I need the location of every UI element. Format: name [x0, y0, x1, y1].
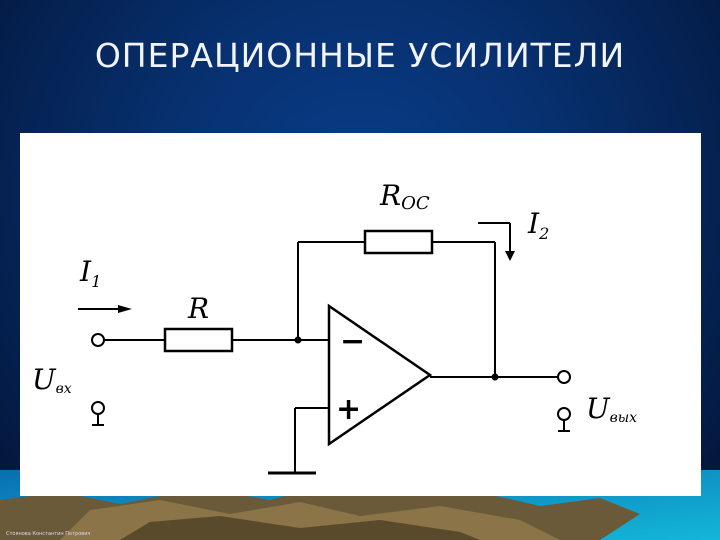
- label-noninverting-sign: +: [336, 392, 361, 427]
- feedback-resistor: [363, 229, 434, 255]
- current-i2-arrowhead: [505, 251, 515, 261]
- label-feedback-resistor: ROC: [379, 179, 430, 214]
- op-amp-circuit: ROC R I1 I2 Uвх Uвых − +: [32, 179, 637, 475]
- input-resistor: [163, 327, 234, 353]
- label-current-i1: I1: [79, 255, 101, 291]
- input-terminal: [91, 333, 105, 347]
- junction-inverting: [294, 336, 302, 344]
- footer-credit: Стоянова Константин Петрович: [6, 531, 91, 537]
- label-input-voltage: Uвх: [32, 363, 72, 397]
- op-amp-triangle: [327, 303, 433, 447]
- circuit-diagram-panel: ROC R I1 I2 Uвх Uвых − +: [20, 133, 701, 496]
- current-i1-arrowhead: [118, 305, 132, 313]
- junction-output: [491, 373, 499, 381]
- output-terminal: [557, 370, 571, 384]
- label-output-voltage: Uвых: [586, 392, 637, 426]
- slide-title: ОПЕРАЦИОННЫЕ УСИЛИТЕЛИ: [94, 36, 626, 75]
- label-input-resistor: R: [187, 292, 209, 325]
- label-inverting-sign: −: [340, 324, 365, 359]
- label-current-i2: I2: [527, 207, 549, 243]
- output-ground-terminal: [557, 407, 571, 421]
- input-ground-terminal: [91, 401, 105, 415]
